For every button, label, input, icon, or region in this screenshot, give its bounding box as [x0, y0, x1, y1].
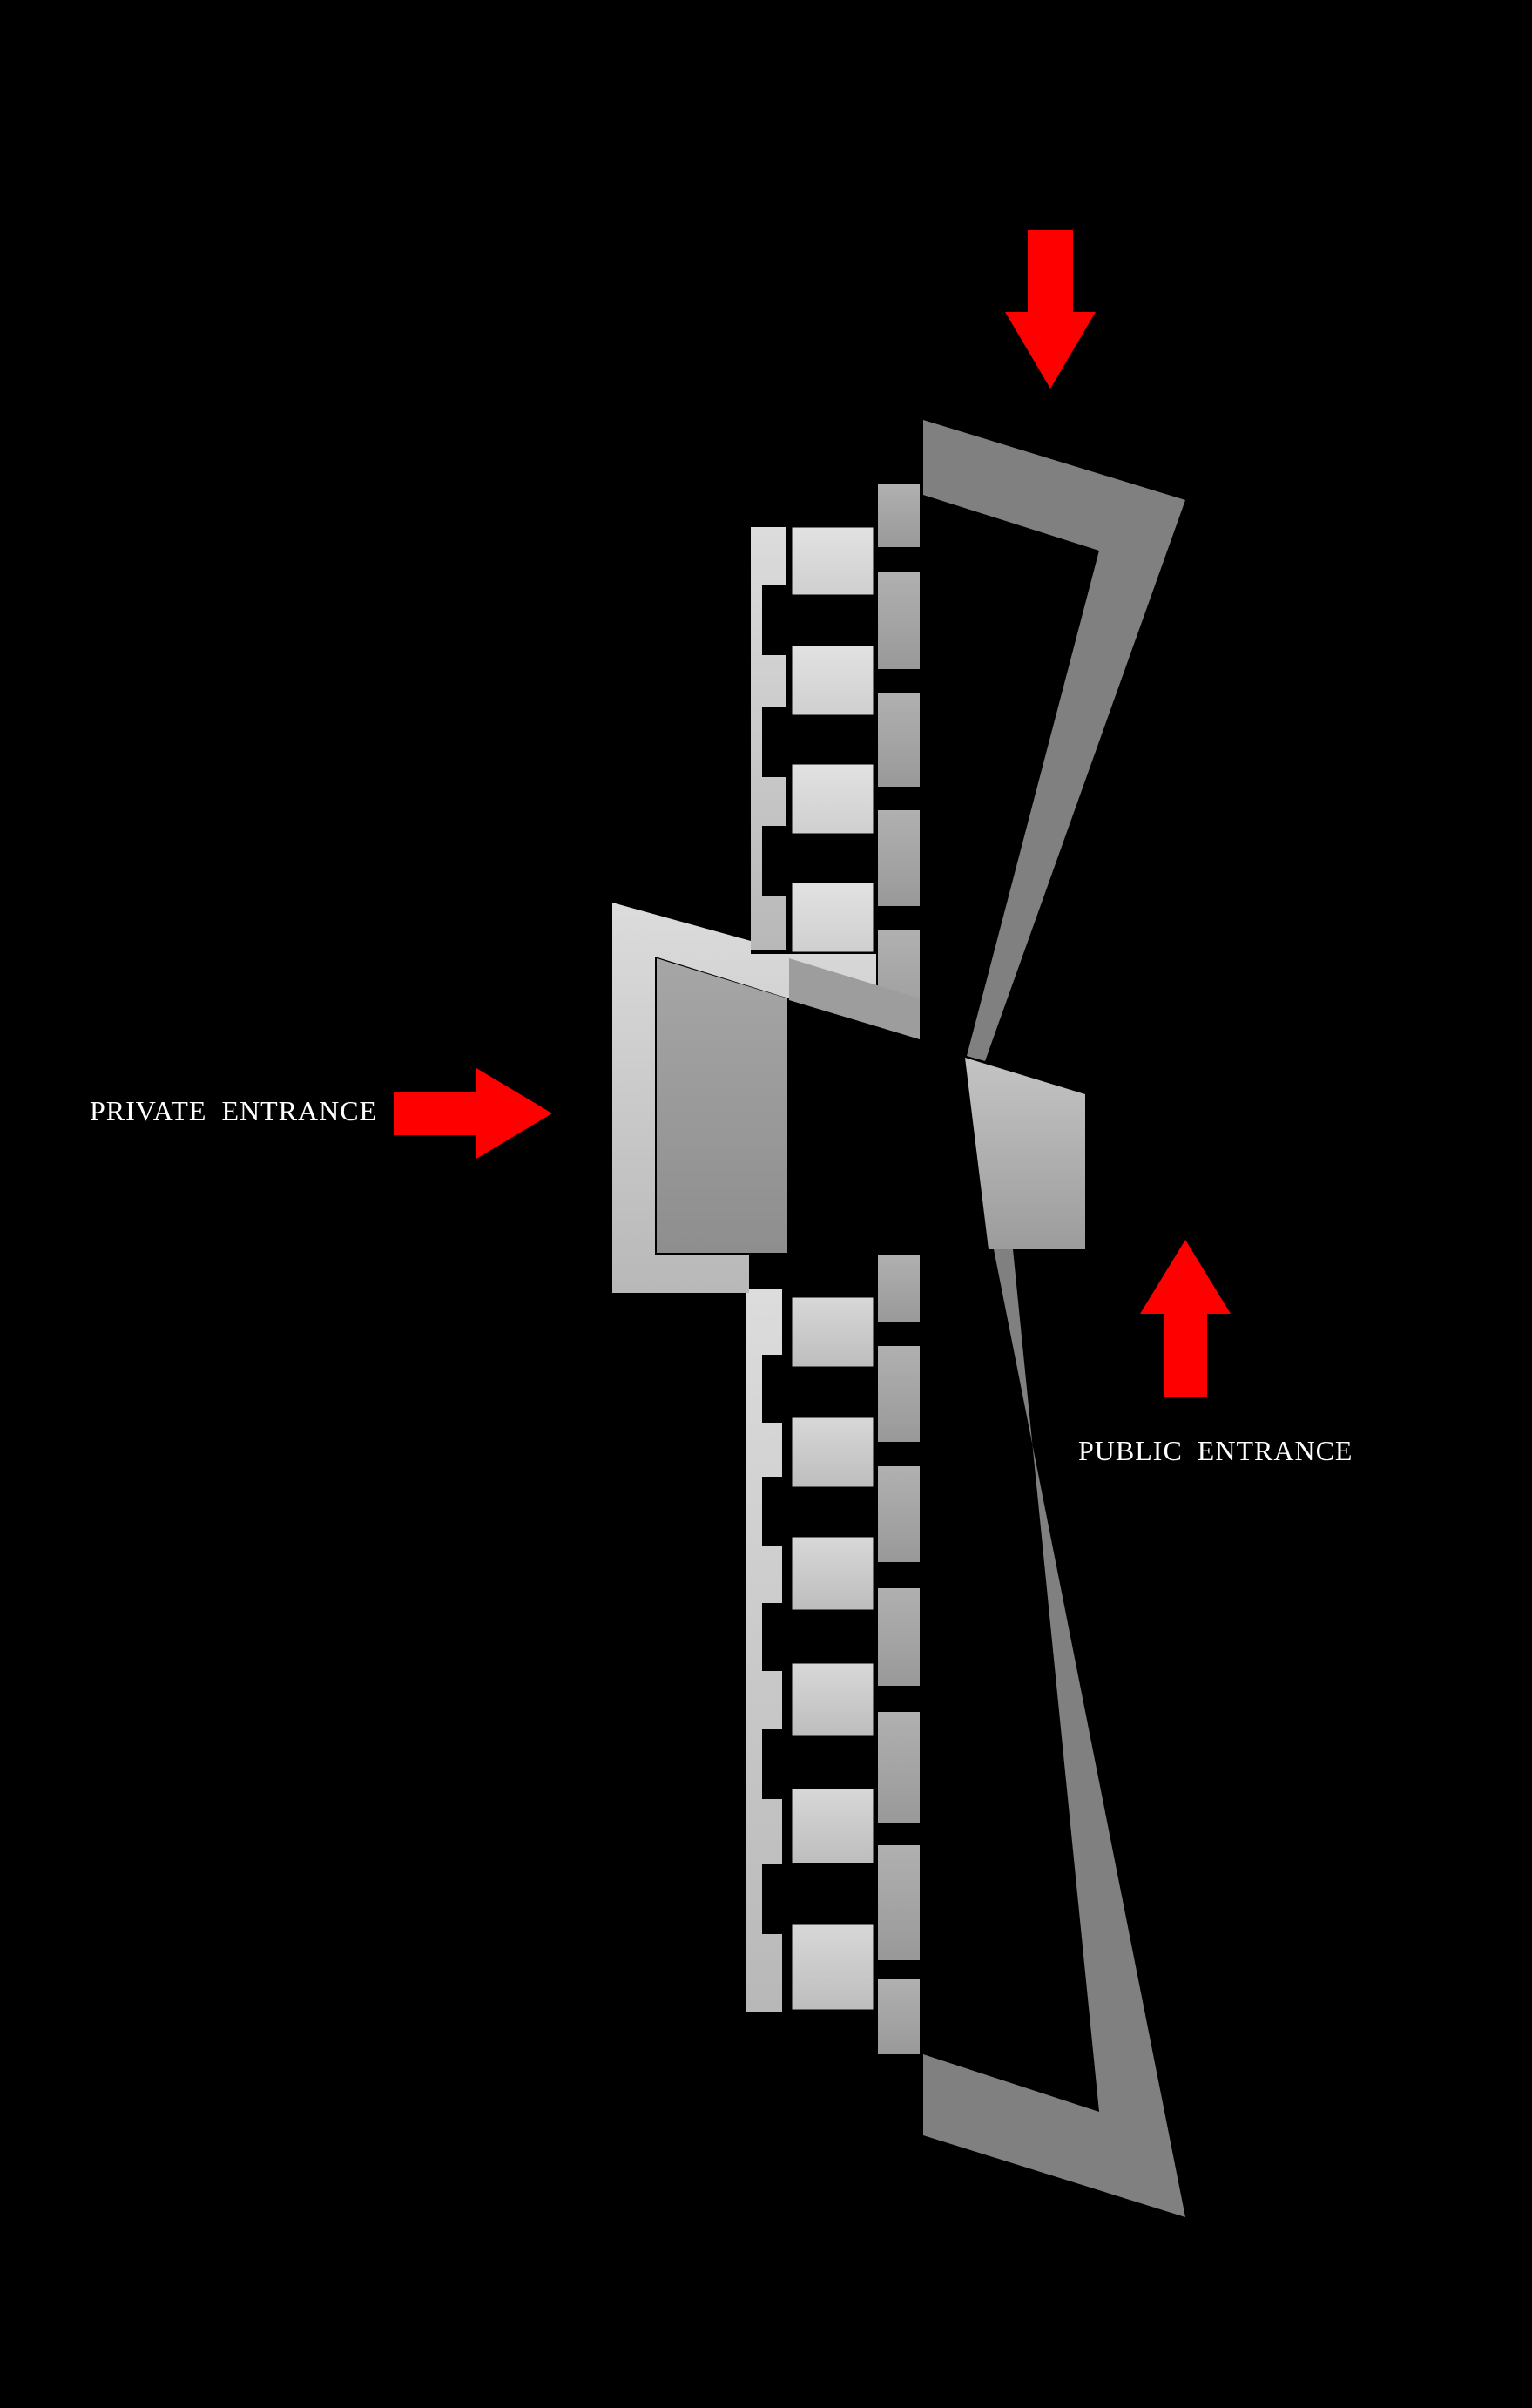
room-unit	[789, 1922, 876, 2012]
strip-segment	[878, 1712, 920, 1823]
strip-segment	[878, 484, 920, 547]
public-entrance-label: PUBLIC ENTRANCE	[1078, 1435, 1353, 1466]
strip-segment	[878, 1979, 920, 2054]
upper-rooms	[789, 524, 876, 955]
private-entrance-arrow	[394, 1068, 552, 1159]
arrows	[394, 230, 1231, 1397]
corridor-notches	[762, 585, 788, 1934]
strip-segment	[878, 1466, 920, 1562]
outer-wing-top	[923, 420, 1185, 1061]
strip-segment	[878, 810, 920, 906]
strip-segment	[878, 1346, 920, 1442]
strip-segment	[878, 1588, 920, 1686]
top-entrance-arrow	[1005, 230, 1096, 389]
strip-segment	[878, 693, 920, 787]
private-strip	[789, 958, 920, 1039]
public-entry-block	[965, 1058, 1085, 1249]
room-unit	[789, 880, 876, 955]
private-room	[657, 958, 787, 1253]
inner-column-strip	[878, 484, 920, 2054]
outer-wing-bottom	[923, 1249, 1185, 2217]
strip-segment	[878, 1255, 920, 1322]
room-unit	[789, 1661, 876, 1739]
lower-rooms	[789, 1295, 876, 2012]
room-unit	[789, 524, 876, 598]
room-unit	[789, 1786, 876, 1866]
strip-segment	[878, 572, 920, 669]
public-entrance-arrow	[1140, 1240, 1231, 1397]
private-entrance-label: PRIVATE ENTRANCE	[90, 1095, 377, 1126]
room-unit	[789, 643, 876, 718]
room-unit	[789, 1534, 876, 1613]
room-unit	[789, 1415, 876, 1490]
strip-segment	[878, 1845, 920, 1960]
room-unit	[789, 761, 876, 836]
room-unit	[789, 1295, 876, 1370]
